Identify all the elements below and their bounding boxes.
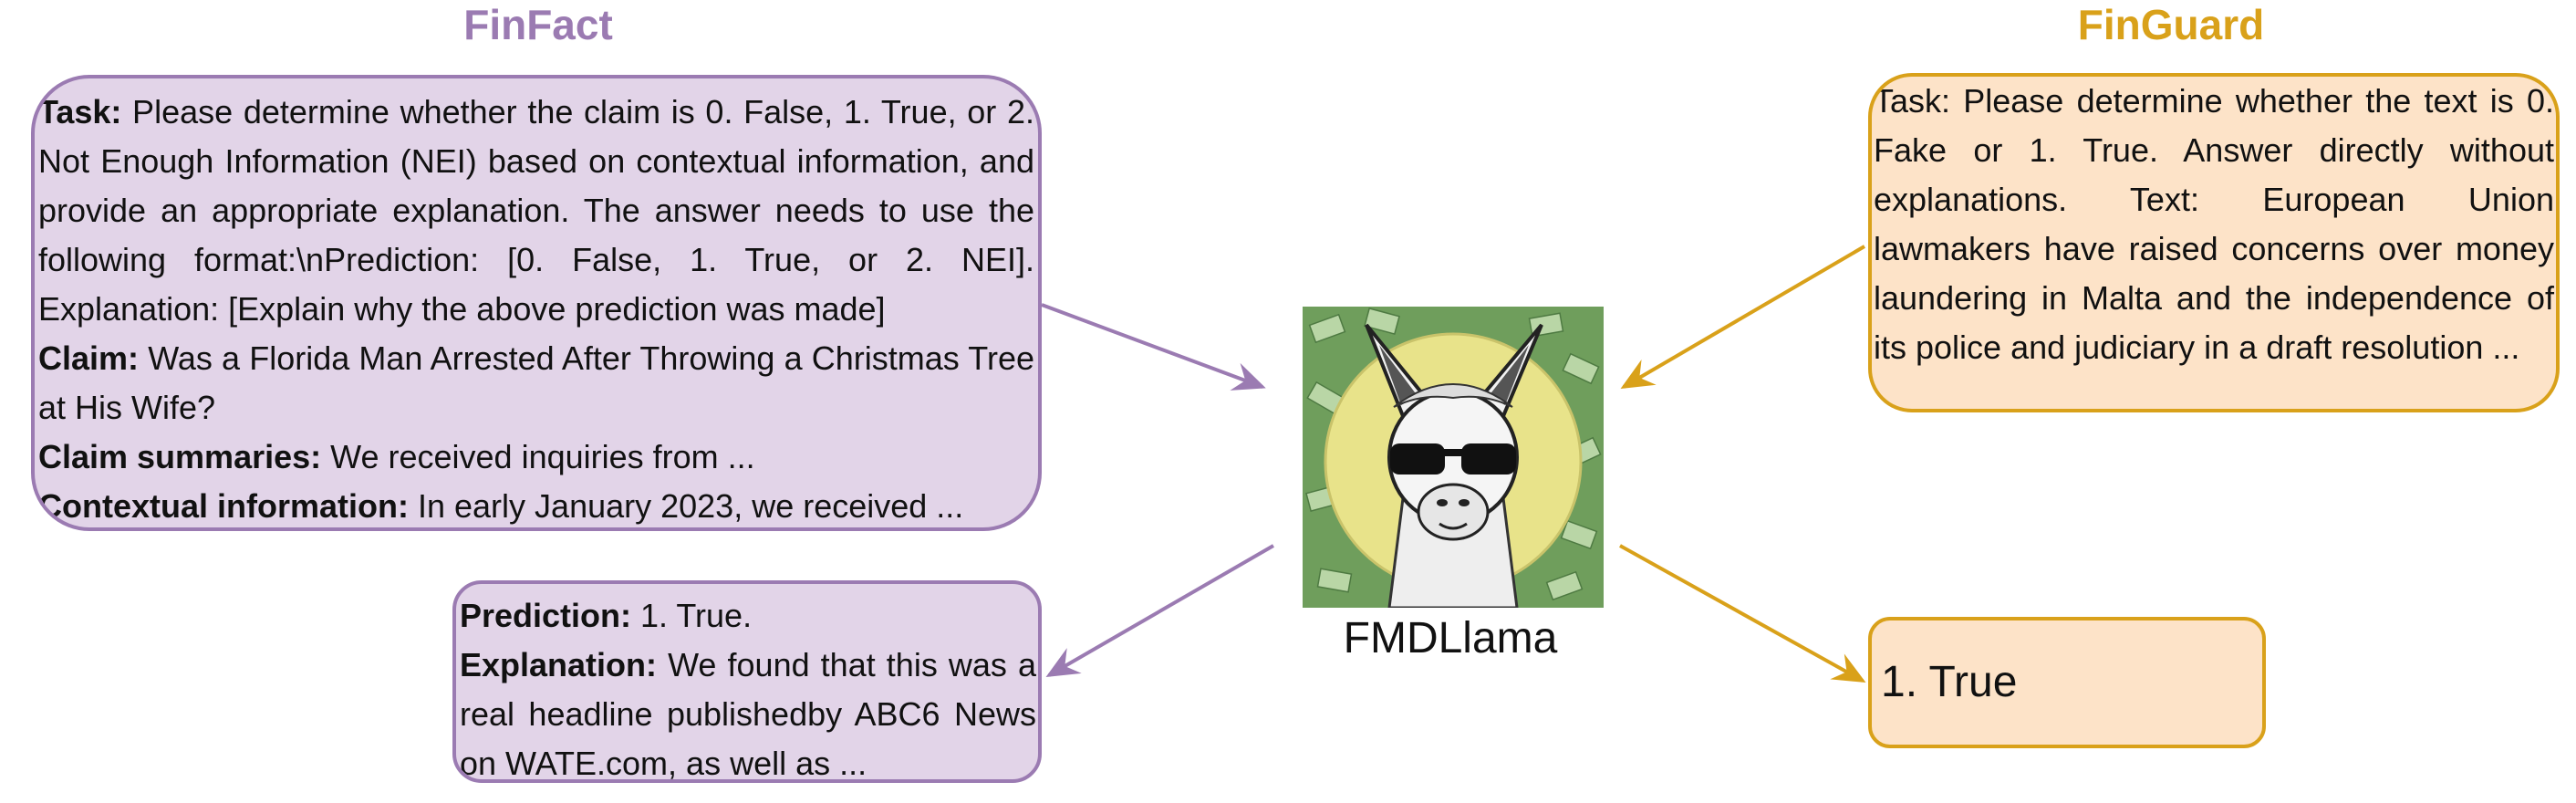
finfact-summaries: Claim summaries: We received inquiries f…: [38, 433, 1034, 482]
llama-logo-icon: [1303, 307, 1604, 608]
arrow-finfact-to-model: [1041, 303, 1266, 391]
claim-label: Claim:: [38, 339, 140, 377]
explanation-label: Explanation:: [460, 646, 658, 683]
task-label: Task:: [38, 93, 122, 130]
arrow-model-to-finguard-output: [1619, 544, 1866, 683]
task-text: Please determine whether the claim is 0.…: [38, 93, 1034, 328]
arrow-model-to-finfact-output: [1045, 544, 1274, 677]
finfact-prediction: Prediction: 1. True.: [460, 591, 1036, 641]
model-label: FMDLlama: [1343, 614, 1558, 662]
prediction-label: Prediction:: [460, 597, 632, 634]
summaries-label: Claim summaries:: [38, 438, 322, 475]
finguard-input-box: Task: Please determine whether the text …: [1868, 73, 2560, 412]
finfact-title: FinFact: [463, 1, 613, 48]
finfact-output-box: Prediction: 1. True. Explanation: We fou…: [452, 580, 1042, 783]
finfact-input-box: Task: Please determine whether the claim…: [31, 75, 1042, 531]
context-label: Contextual information:: [38, 487, 409, 525]
finfact-explanation: Explanation: We found that this was a re…: [460, 641, 1036, 782]
finguard-title: FinGuard: [2077, 1, 2265, 48]
arrow-finguard-to-model: [1620, 245, 1866, 390]
explanation-text: We found that this was a real headline p…: [460, 646, 1036, 782]
context-text: In early January 2023, we received ...: [408, 487, 964, 525]
prediction-text: 1. True.: [631, 597, 753, 634]
finfact-task: Task: Please determine whether the claim…: [38, 88, 1034, 334]
finguard-input-text: Task: Please determine whether the text …: [1874, 82, 2554, 366]
summaries-text: We received inquiries from ...: [321, 438, 755, 475]
finguard-output-box: 1. True: [1868, 617, 2266, 748]
finfact-claim: Claim: Was a Florida Man Arrested After …: [38, 334, 1034, 433]
claim-text: Was a Florida Man Arrested After Throwin…: [38, 339, 1034, 426]
finfact-context: Contextual information: In early January…: [38, 482, 1034, 527]
